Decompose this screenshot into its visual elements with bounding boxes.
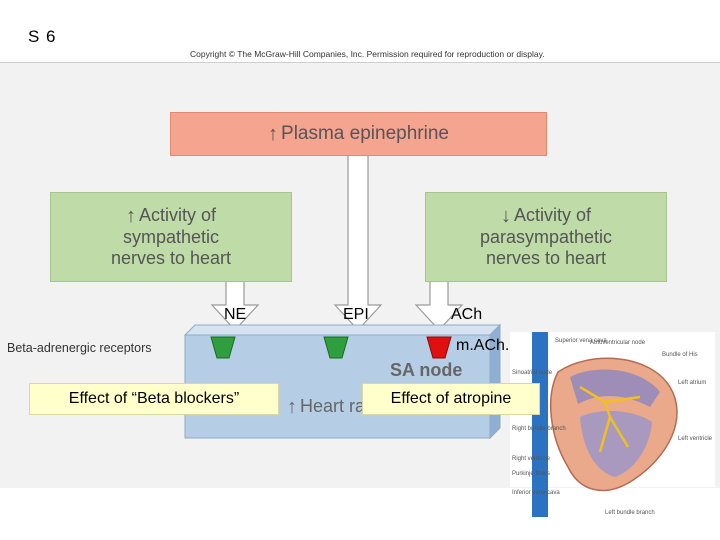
up-arrow-icon: ↑ xyxy=(268,122,279,145)
heart-label-inferior-vena-cava: Inferior vena cava xyxy=(512,490,560,496)
heart-label-av-node: Atrioventricular node xyxy=(590,340,646,346)
slide-label: S 6 xyxy=(28,27,57,46)
heart-label-left-bundle-branch: Left bundle branch xyxy=(605,510,655,516)
sympathetic-line-1: Activity of xyxy=(138,205,216,225)
heart-rate-text: Heart rate xyxy=(300,396,381,416)
heart-label-left-ventricle: Left ventricle xyxy=(678,436,713,442)
plasma-epinephrine-label: Plasma epinephrine xyxy=(281,123,449,144)
epi-arrow xyxy=(333,153,383,331)
ne-arrow xyxy=(210,279,260,331)
heart-label-superior-vena-cava: Superior vena cava xyxy=(555,338,607,344)
ne-label: NE xyxy=(224,306,247,323)
heart-label-left-atrium: Left atrium xyxy=(678,380,706,386)
heart-label-right-ventricle: Right ventricle xyxy=(512,456,551,462)
heart-label-bundle-of-his: Bundle of His xyxy=(662,352,698,358)
beta-adrenergic-receptors-label: Beta-adrenergic receptors xyxy=(7,341,152,355)
epi-label: EPI xyxy=(343,306,369,323)
sa-node-label: SA node xyxy=(390,360,463,380)
down-arrow-icon: ↓ xyxy=(500,205,511,227)
beta-receptor-2 xyxy=(323,336,349,359)
up-arrow-icon: ↑ xyxy=(287,396,297,418)
ach-arrow xyxy=(414,279,464,331)
sympathetic-activity-box: ↑Activity of sympathetic nerves to heart xyxy=(50,192,292,282)
heart-label-purkinje-fibers: Purkinje fibers xyxy=(512,471,550,477)
heart-label-right-bundle-branch: Right bundle branch xyxy=(512,426,566,432)
heart-rate-label: ↑Heart rate xyxy=(287,396,380,419)
beta-receptor-1 xyxy=(210,336,236,359)
parasympathetic-activity-box: ↓Activity of parasympathetic nerves to h… xyxy=(425,192,667,282)
beta-blockers-callout: Effect of “Beta blockers” xyxy=(29,383,279,415)
ventricle-chambers xyxy=(580,410,652,477)
machr-receptor xyxy=(426,336,452,359)
machr-label: m.ACh.R xyxy=(456,337,521,354)
heart-conduction-illustration: Superior vena cava Atrioventricular node… xyxy=(510,332,715,517)
vena-cava-vessel xyxy=(532,332,548,517)
copyright-note: Copyright © The McGraw-Hill Companies, I… xyxy=(190,49,545,59)
parasympathetic-line-3: nerves to heart xyxy=(485,248,607,268)
heart-label-sinoatrial-node: Sinoatrial node xyxy=(512,370,553,376)
plasma-epinephrine-box: ↑ Plasma epinephrine xyxy=(170,112,547,156)
sympathetic-line-2: sympathetic xyxy=(122,227,220,247)
ach-label: ACh xyxy=(451,306,483,323)
sympathetic-line-3: nerves to heart xyxy=(110,248,232,268)
up-arrow-icon: ↑ xyxy=(125,205,136,227)
parasympathetic-line-1: Activity of xyxy=(513,205,591,225)
sa-block-top xyxy=(183,324,502,336)
conduction-pathway xyxy=(579,385,641,453)
atropine-callout: Effect of atropine xyxy=(362,383,540,415)
parasympathetic-line-2: parasympathetic xyxy=(479,227,613,247)
